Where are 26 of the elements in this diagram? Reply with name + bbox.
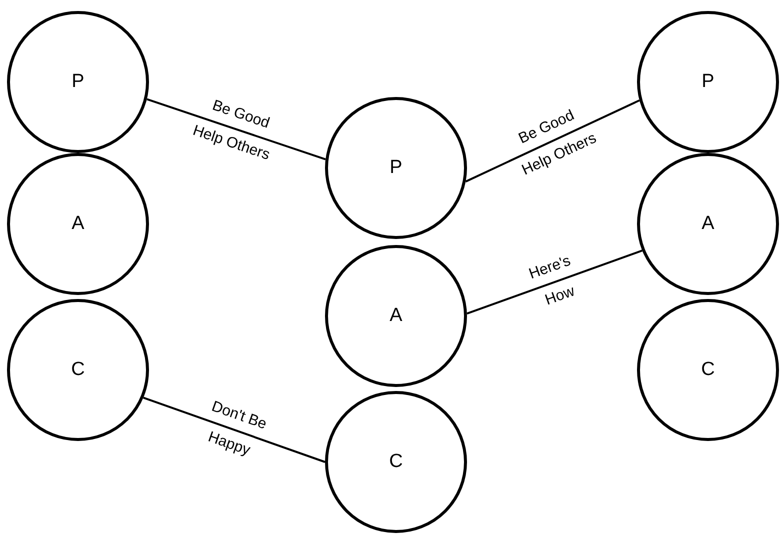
- ego-state-circle: [325, 391, 467, 533]
- connector-line: [465, 99, 640, 182]
- edge-label: Be Good Help Others: [190, 96, 274, 166]
- ego-state-circle: [7, 153, 149, 295]
- connector-line: [466, 250, 642, 314]
- ego-state-letter: A: [390, 305, 402, 327]
- ego-state-letter: C: [71, 359, 85, 381]
- ego-state-letter: C: [701, 359, 715, 381]
- ego-state-circle: [637, 153, 779, 295]
- edge-label: Here's How: [525, 251, 578, 311]
- ego-state-letter: A: [72, 213, 84, 235]
- connector-line: [143, 396, 326, 463]
- ego-state-circle: [325, 245, 467, 387]
- ego-state-circle: [7, 299, 149, 441]
- ego-state-circle: [7, 11, 149, 153]
- ego-state-circle: [637, 299, 779, 441]
- ego-state-circle: [637, 11, 779, 153]
- edge-label: Don't Be Happy: [205, 396, 270, 461]
- ego-state-circle: [325, 97, 467, 239]
- connector-line: [146, 98, 326, 160]
- ego-state-letter: P: [390, 157, 402, 179]
- ego-state-letter: P: [702, 71, 714, 93]
- edge-label: Be Good Help Others: [514, 106, 600, 181]
- ego-state-letter: C: [389, 451, 403, 473]
- ego-state-letter: A: [702, 213, 714, 235]
- ego-state-letter: P: [72, 71, 84, 93]
